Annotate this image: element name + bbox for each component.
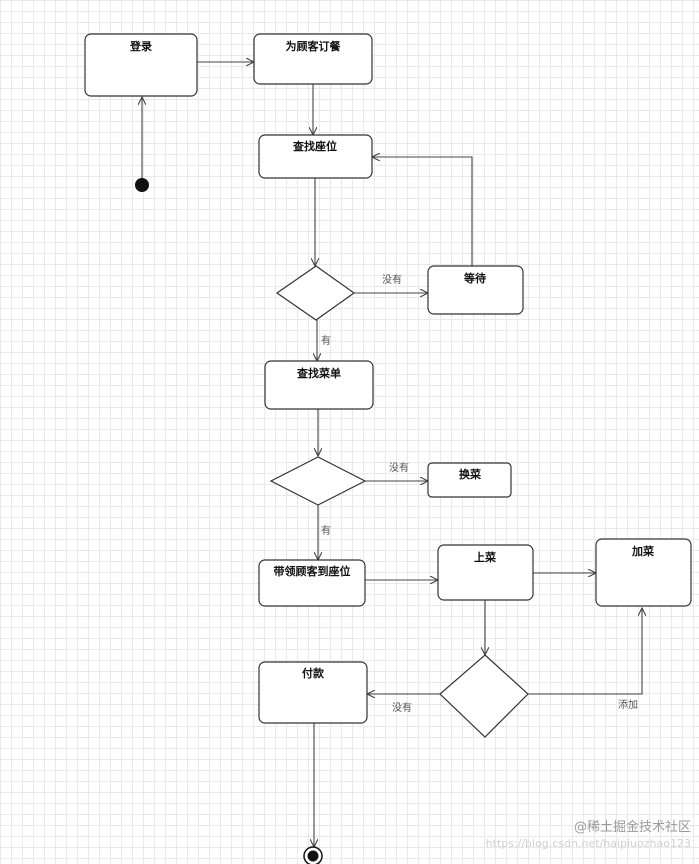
node-find-seat-label: 查找座位	[293, 139, 337, 153]
node-find-menu: 查找菜单	[264, 360, 374, 410]
edge-label-has-dish: 有	[321, 524, 331, 537]
node-add-dish-label: 加菜	[631, 544, 655, 558]
node-serve-dish-label: 上菜	[474, 550, 497, 564]
node-lead-to-seat: 带领顾客到座位	[258, 559, 366, 607]
edge-wait-to-find-seat	[372, 157, 473, 266]
edge-decision3-to-add	[528, 608, 642, 695]
node-lead-to-seat-label: 带领顾客到座位	[274, 564, 351, 578]
decision-seat-available	[275, 265, 356, 321]
node-wait: 等待	[427, 265, 524, 315]
edge-label-no-add: 没有	[392, 701, 412, 714]
watermark-url: https://blog.csdn.net/haipiuozhao123	[485, 837, 691, 850]
node-change-dish: 换菜	[427, 462, 512, 498]
edge-label-no-dish: 没有	[389, 461, 409, 474]
node-change-dish-label: 换菜	[459, 467, 482, 481]
watermark: @稀土掘金技术社区 https://blog.csdn.net/haipiuoz…	[411, 816, 691, 850]
node-login: 登录	[84, 33, 198, 97]
decision-add-dish	[439, 654, 529, 738]
watermark-main: @稀土掘金技术社区	[573, 820, 691, 835]
node-add-dish: 加菜	[595, 538, 692, 607]
node-login-label: 登录	[129, 39, 152, 53]
edges	[142, 62, 642, 847]
node-wait-label: 等待	[463, 271, 486, 285]
edge-label-no-seat: 没有	[382, 273, 402, 286]
node-find-seat: 查找座位	[258, 134, 373, 179]
edge-label-add: 添加	[618, 698, 638, 711]
node-serve-dish: 上菜	[437, 544, 534, 601]
node-order-label: 为顾客订餐	[286, 39, 342, 53]
decision-dish-available	[269, 456, 367, 506]
node-order: 为顾客订餐	[253, 33, 373, 85]
edge-label-has-seat: 有	[321, 334, 331, 347]
node-pay-label: 付款	[302, 666, 325, 680]
node-find-menu-label: 查找菜单	[297, 366, 341, 380]
start-node	[135, 178, 149, 192]
end-node	[303, 846, 323, 864]
node-pay: 付款	[258, 661, 368, 724]
